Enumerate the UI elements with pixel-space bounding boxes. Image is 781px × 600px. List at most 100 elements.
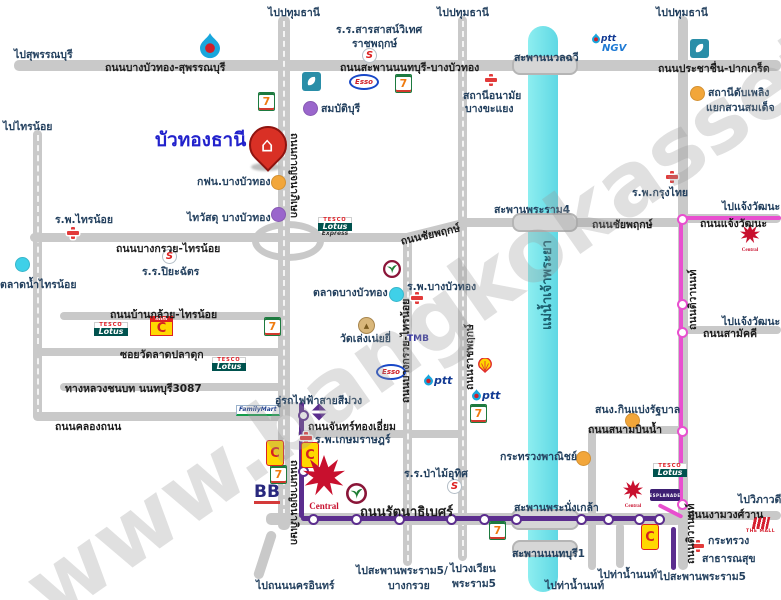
dir-rama5-bangkruai-2: บางกรวย xyxy=(388,580,430,592)
dir-wongwian-1: ไปวงเวียน xyxy=(450,563,496,575)
mea-dot xyxy=(271,175,286,190)
bangbuathong-hospital-cross-icon xyxy=(410,291,424,305)
road-tiwanon xyxy=(678,16,688,570)
road-ngamwongwan xyxy=(678,511,781,520)
ptt-text: ptt xyxy=(601,34,617,44)
lbl-fire-station-2: แยกสวนสมเด็จ xyxy=(706,102,775,114)
lbl-chaiyaphruek-east: ถนนชัยพฤกษ์ xyxy=(592,219,653,231)
bb-market-underline xyxy=(254,501,280,504)
dir-thanamnon-1: ไปท่าน้ำนนท์ xyxy=(545,580,605,592)
lbl-lengnoeiyi: วัดเล่งเน่ยยี่ xyxy=(340,333,391,345)
tesco-lotus-express-logo: TESCO Lotus Express xyxy=(318,217,352,237)
bigc-c-text: C xyxy=(305,447,315,463)
express-text: Express xyxy=(321,230,349,237)
purple-station xyxy=(511,514,522,525)
lotus-text: Lotus xyxy=(653,469,687,477)
bigc-c-text: C xyxy=(645,529,655,545)
lbl-chaengwattana: ถนนแจ้งวัฒนะ xyxy=(700,218,767,230)
tesco-lotus-logo: TESCO Lotus xyxy=(212,357,246,371)
dir-chaengwattana-2: ไปแจ้งวัฒนะ xyxy=(722,316,781,328)
lbl-bangkruai-sainoi-v: ถนนบางกรวย-ไทรน้อย xyxy=(400,298,412,403)
seven-eleven-logo: 7 xyxy=(395,74,412,93)
lbl-prachachuen: ถนนประชาชื่น-ปากเกร็ด xyxy=(658,63,770,75)
purple-line-south xyxy=(671,527,676,570)
tesco-lotus-logo: TESCO Lotus xyxy=(653,463,687,477)
lbl-ratchaphruek: ถนนราชพฤกษ์ xyxy=(464,324,476,390)
lbl-rural-3087: ทางหลวงชนบท นนทบุรี3087 xyxy=(65,383,202,395)
thaiwatsadu-dot xyxy=(271,207,286,222)
central-logo-small: Central xyxy=(620,480,646,509)
road-bankluai-sainoi xyxy=(60,312,288,320)
sainoi-floating-market-dot xyxy=(15,257,30,272)
seven-eleven-logo: 7 xyxy=(489,521,506,540)
lbl-kasemrad: ร.พ.เกษมราษฎร์ xyxy=(315,434,391,446)
central-logo-small: Central xyxy=(737,224,763,253)
mini-text: mini xyxy=(151,317,172,322)
seven-eleven-logo: 7 xyxy=(264,317,281,336)
commerce-dot xyxy=(576,451,591,466)
pink-node xyxy=(677,426,688,437)
ptt-logo: ptt xyxy=(472,389,500,401)
lbl-bangbuathong-market: ตลาดบางบัวทอง xyxy=(313,287,388,299)
purple-station xyxy=(298,410,309,421)
road-thanamnon-b xyxy=(616,523,624,568)
lbl-health-ministry-1: กระทรวง xyxy=(708,535,750,547)
s-letter: S xyxy=(365,50,374,61)
lbl-kanchanaphisek-n: ถนนกาญจนาภิเษก xyxy=(288,133,300,218)
lbl-health-ministry-2: สาธารณสุข xyxy=(702,553,756,565)
lbl-nonthaburi1: สะพานนนทบุรี1 xyxy=(512,548,585,560)
seven-eleven-logo: 7 xyxy=(258,92,275,111)
piyachat-s-icon: S xyxy=(162,249,177,264)
lbl-purple-depot: อู่รถไฟฟ้าสายสีม่วง xyxy=(275,395,363,407)
lbl-sainoi-hospital: ร.พ.ไทรน้อย xyxy=(55,214,114,226)
lbl-chaiyaphruek-diag: ถนนชัยพฤกษ์ xyxy=(399,222,462,248)
lbl-sombatburi: สมบัติบุรี xyxy=(321,103,361,115)
mini-bigc-logo: mini C xyxy=(150,316,173,336)
central-text: Central xyxy=(741,248,759,253)
road-kanchanaphisek-south-curve xyxy=(252,529,278,581)
lotus-text: Lotus xyxy=(212,363,246,371)
road-sainoi-vertical xyxy=(33,130,42,420)
dir-vibhavadi: ไปวิภาวดี xyxy=(738,494,781,506)
lbl-khlong-thanon: ถนนคลองถนน xyxy=(55,421,122,433)
lottery-dot xyxy=(625,413,640,428)
purple-station xyxy=(479,514,490,525)
lbl-bankluai: ถนนบ้านกล้วย-ไทรน้อย xyxy=(110,309,218,321)
bigc-c-text: C xyxy=(270,445,280,461)
esplanade-logo: ESPLANADE xyxy=(649,489,680,501)
seven-eleven-logo: 7 xyxy=(470,404,487,423)
pink-node xyxy=(677,214,688,225)
tesco-text: TESCO xyxy=(212,357,246,363)
purple-station xyxy=(634,514,645,525)
lotus-leaf-logo xyxy=(690,39,709,58)
road-thanamnon-a xyxy=(588,430,596,570)
destination-name: บัวทองธานี xyxy=(155,129,247,151)
pamai-s-icon: S xyxy=(447,479,462,494)
tesco-text: TESCO xyxy=(94,322,128,328)
lbl-samakkhi: ถนนสามัคคี xyxy=(703,328,757,340)
house-icon: ⌂ xyxy=(260,132,274,157)
pink-route-tiwanon xyxy=(679,216,683,508)
kasikorn-sprout-logo xyxy=(383,260,401,282)
the-mall-text: THE MALL xyxy=(746,529,776,534)
lbl-phranangklao: สะพานพระนั่งเกล้า xyxy=(514,502,599,514)
tesco-text: TESCO xyxy=(318,217,352,223)
road-chanthongiam xyxy=(298,430,465,438)
road-samakkhi xyxy=(683,326,781,334)
dir-suphanburi: ไปสุพรรณบุรี xyxy=(14,49,73,61)
lbl-sanambinnam: ถนนสนามบินน้ำ xyxy=(588,424,663,436)
lengnoeiyi-temple-icon xyxy=(358,317,375,334)
pink-node xyxy=(677,499,688,510)
the-mall-logo: THE MALL xyxy=(746,517,775,534)
rama4-bridge xyxy=(512,213,578,232)
road-rural-3087 xyxy=(60,383,288,391)
bb-market-logo: BB xyxy=(254,482,280,502)
purple-station xyxy=(308,514,319,525)
central-text: Central xyxy=(624,504,642,509)
ptt-text: ptt xyxy=(482,389,501,402)
river-name-label: แม่น้ำเจ้าพระยา xyxy=(540,240,555,330)
lbl-anamai-2: บางขะแยง xyxy=(465,103,514,115)
purple-station xyxy=(351,514,362,525)
lbl-commerce-ministry: กระทรวงพาณิชย์ xyxy=(500,451,578,463)
krungthai-hospital-cross-icon xyxy=(665,170,679,184)
